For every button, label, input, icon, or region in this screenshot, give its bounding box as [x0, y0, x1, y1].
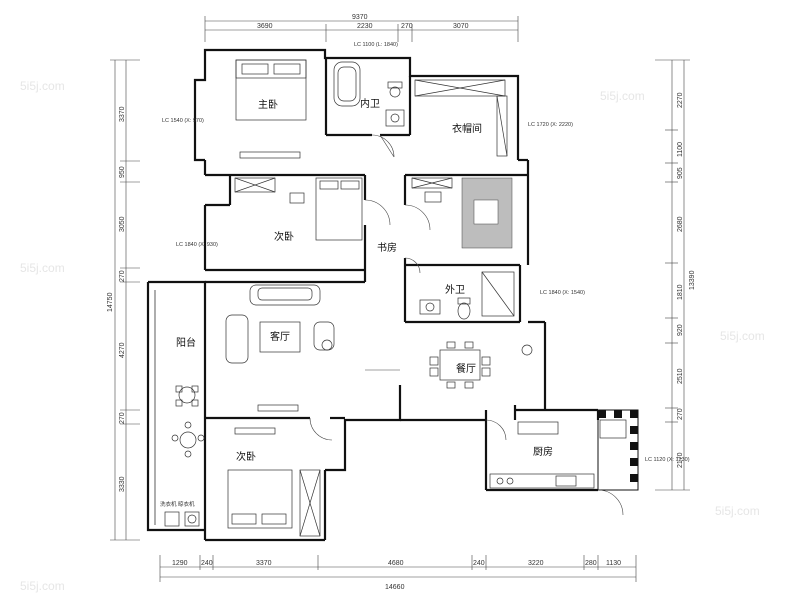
master-bed: [235, 59, 307, 121]
dim-bottom-seg: 240: [201, 560, 213, 567]
sink: [419, 299, 441, 315]
watermarks: 5i5j.com 5i5j.com 5i5j.com 5i5j.com 5i5j…: [20, 79, 765, 593]
dining-table: [439, 349, 481, 381]
left-dimensions: 3370 950 3050 270 4270 270 3330 14750: [107, 59, 140, 541]
dim-bottom-seg: 1130: [606, 560, 621, 567]
room-label-balcony: 阳台: [176, 336, 196, 349]
dim-right-seg: 905: [677, 167, 684, 179]
room-label-living-room: 客厅: [270, 330, 290, 343]
dim-top-total: 9370: [352, 14, 368, 21]
toilet: [389, 86, 401, 98]
top-dimensions: 9370 3690 2230 270 3070: [204, 14, 519, 42]
room-label-master-bedroom: 主卧: [258, 98, 278, 111]
tv-cabinet: [257, 404, 299, 412]
doors: [309, 134, 624, 516]
watermark-text: 5i5j.com: [20, 579, 65, 593]
watermark-text: 5i5j.com: [20, 261, 65, 275]
kitchen-counter: [489, 473, 595, 489]
dim-left-seg: 270: [119, 412, 126, 424]
dim-right-seg: 1100: [677, 142, 684, 157]
furniture: [164, 59, 627, 537]
room-label-guest-bath: 外卫: [445, 284, 465, 296]
dim-right-seg: 2270: [677, 92, 684, 108]
window-annotation: LC 1540 (X: 970): [162, 118, 204, 124]
watermark-text: 5i5j.com: [600, 89, 645, 103]
dim-top-seg: 3070: [453, 23, 469, 30]
dim-left-seg: 3370: [119, 106, 126, 122]
walls: [146, 48, 600, 542]
tv-cabinet: [239, 151, 301, 159]
window-annotation: LC 1120 (X: 1230): [645, 457, 690, 463]
sink: [385, 109, 405, 127]
dim-right-seg: 1810: [677, 284, 684, 300]
window-annotations: LC 1540 (X: 970) LC 1100 (L: 1840) LC 17…: [162, 42, 690, 463]
washing-machine: [164, 511, 180, 527]
window-annotation: LC 1100 (L: 1840): [354, 42, 398, 48]
sofa: [249, 284, 321, 306]
room-label-bedroom-lower: 次卧: [236, 450, 256, 463]
wardrobe: [299, 469, 321, 537]
wardrobe: [414, 79, 506, 97]
bed: [227, 469, 293, 529]
desk: [289, 192, 305, 204]
window-annotation: LC 1840 (X: 1540): [540, 290, 585, 296]
dim-bottom-seg: 3370: [256, 560, 272, 567]
window-annotation: LC 1720 (X: 2220): [528, 122, 573, 128]
round-table: [179, 431, 197, 449]
dim-bottom-seg: 4680: [388, 560, 404, 567]
fridge: [599, 419, 627, 439]
dim-right-seg: 2510: [677, 368, 684, 384]
wardrobe: [234, 177, 276, 193]
round-table: [178, 386, 196, 404]
sink: [555, 475, 577, 487]
watermark-text: 5i5j.com: [720, 329, 765, 343]
bottom-dimensions: 1290 240 3370 4680 240 3220 280 1130 146…: [159, 555, 637, 591]
dim-bottom-seg: 3220: [528, 560, 544, 567]
dim-top-seg: 2230: [357, 23, 373, 30]
dim-bottom-seg: 280: [585, 560, 597, 567]
dim-left-seg: 950: [119, 166, 126, 178]
dim-bottom-seg: 1290: [172, 560, 188, 567]
dim-left-seg: 3050: [119, 216, 126, 232]
room-labels: 主卧 内卫 衣帽间 次卧 书房 外卫 客厅 阳台 餐厅 次卧 厨房 洗衣机 晾衣…: [160, 97, 553, 508]
room-label-ensuite-bath: 内卫: [360, 97, 380, 110]
watermark-text: 5i5j.com: [715, 504, 760, 518]
room-label-laundry-area: 洗衣机 晾衣机: [160, 500, 195, 508]
coffee-table: [259, 321, 301, 353]
dim-left-seg: 270: [119, 270, 126, 282]
dim-right-total: 13390: [689, 270, 696, 290]
dim-right-seg: 2170: [677, 452, 684, 468]
bed: [315, 177, 363, 241]
bathtub: [333, 61, 361, 107]
watermark-text: 5i5j.com: [20, 79, 65, 93]
armchair: [225, 314, 249, 364]
bookshelf: [411, 177, 453, 189]
dim-right-seg: 270: [677, 408, 684, 420]
dim-bottom-seg: 240: [473, 560, 485, 567]
room-label-walk-in-closet: 衣帽间: [452, 122, 482, 135]
dim-left-seg: 4270: [119, 342, 126, 358]
dim-left-total: 14750: [107, 292, 114, 312]
toilet: [457, 297, 471, 305]
dim-right-seg: 920: [677, 324, 684, 336]
stove: [496, 477, 504, 485]
dim-right-seg: 2680: [677, 216, 684, 232]
shower: [481, 271, 515, 317]
dim-left-seg: 3330: [119, 476, 126, 492]
dim-top-seg: 3690: [257, 23, 273, 30]
room-label-kitchen: 厨房: [533, 445, 553, 458]
room-label-bedroom-upper: 次卧: [274, 230, 294, 243]
dim-top-seg: 270: [401, 23, 413, 30]
window-annotation: LC 1840 (X: 930): [176, 242, 218, 248]
room-label-study: 书房: [377, 241, 397, 254]
dim-bottom-total: 14660: [385, 584, 405, 591]
armchair: [313, 321, 335, 351]
room-label-dining-room: 餐厅: [456, 362, 476, 375]
kitchen-exterior-pattern: [597, 409, 639, 491]
right-dimensions: 2270 1100 905 2680 1810 920 2510 270 217…: [655, 59, 696, 491]
